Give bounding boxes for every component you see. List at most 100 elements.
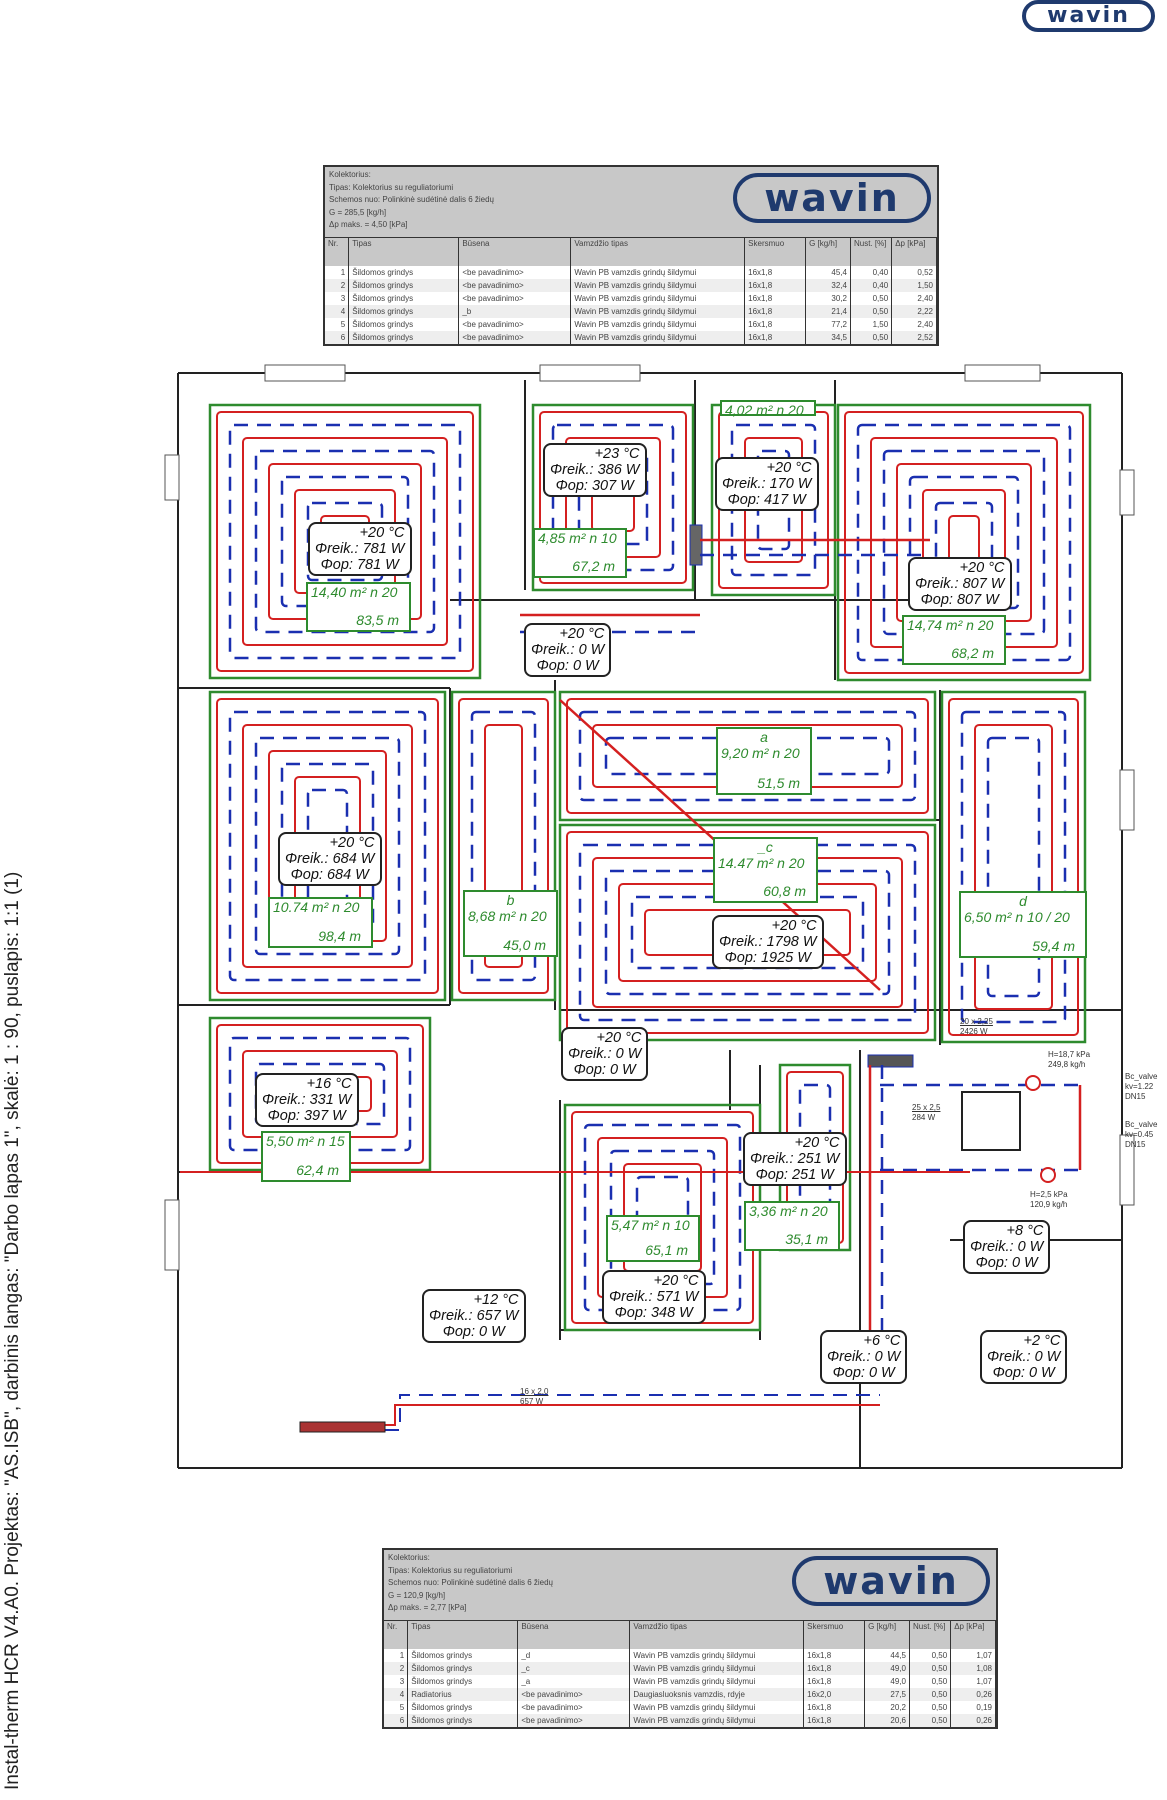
table-cell: Wavin PB vamzdis grindų šildymui (570, 331, 746, 344)
table-cell: 49,0 (864, 1662, 910, 1675)
bottom-manifold-table: Kolektorius: Tipas: Kolektorius su regul… (382, 1548, 998, 1729)
return-pipe (630, 895, 865, 970)
table-cell: 3 (325, 292, 350, 305)
table-cell: Šildomos grindys (348, 305, 460, 318)
table-cell: 20,2 (864, 1701, 910, 1714)
wavin-logo: wavin (1022, 0, 1155, 32)
column-header: Tipas (407, 1620, 519, 1649)
room-calc: Φreik.: 0 W (987, 1349, 1061, 1365)
table-cell: 0,50 (850, 331, 893, 344)
header-line: Kolektorius: (329, 170, 371, 179)
note-line: Bc_valve (1125, 1120, 1158, 1129)
loop-area: 9,20 m² n 20 (721, 745, 800, 761)
table-cell: 5 (384, 1701, 409, 1714)
loop-name: a (760, 729, 768, 745)
room-calc: Φreik.: 0 W (970, 1239, 1044, 1255)
window (964, 364, 1041, 382)
table-cell: Šildomos grindys (348, 292, 460, 305)
header-line: Kolektorius: (388, 1553, 430, 1562)
room-calc: Φreik.: 657 W (429, 1308, 519, 1324)
loop-area: 14,74 m² n 20 (907, 617, 994, 633)
loop-length: 35,1 m (785, 1231, 828, 1247)
table-cell: _c (517, 1662, 631, 1675)
room-temp: +8 °C (1006, 1223, 1044, 1239)
loop-area: 5,47 m² n 10 (611, 1217, 690, 1233)
window (1119, 769, 1135, 831)
loop-length: 60,8 m (763, 883, 806, 899)
table-cell: 1,07 (950, 1675, 996, 1688)
table-cell: Wavin PB vamzdis grindų šildymui (570, 266, 746, 279)
loop-zone-outline (531, 403, 695, 592)
heating-loop-label: 4,02 m² n 20 (720, 400, 816, 418)
loop-area: 14,40 m² n 20 (311, 584, 398, 600)
table-cell: 2,52 (891, 331, 937, 344)
table-cell: Šildomos grindys (348, 318, 460, 331)
loop-name: b (506, 892, 515, 908)
table-cell: 16x1,8 (744, 292, 807, 305)
room-temp: +23 °C (594, 446, 640, 462)
room-calc: Φreik.: 251 W (750, 1151, 840, 1167)
column-header: Δp [kPa] (891, 237, 937, 266)
return-pipe (856, 423, 1072, 662)
radiator-pipe (385, 1404, 880, 1426)
wavin-logo: wavin (792, 1556, 990, 1606)
table-cell: 0,50 (850, 292, 893, 305)
pump-icon (1025, 1075, 1041, 1091)
table-cell: Šildomos grindys (407, 1701, 519, 1714)
manifold (867, 1054, 914, 1068)
table-cell: _b (458, 305, 572, 318)
return-pipe (470, 710, 537, 982)
loop-area: 8,68 m² n 20 (468, 908, 547, 924)
supply-pipe (948, 698, 1079, 1036)
table-cell: 0,50 (909, 1675, 952, 1688)
radiator (299, 1421, 386, 1433)
table-cell: 6 (384, 1714, 409, 1727)
window (164, 454, 180, 501)
header-line: Schemos nuo: Polinkinė sudėtinė dalis 6 … (388, 1578, 553, 1587)
table-cell: 16x1,8 (803, 1675, 866, 1688)
table-cell: 0,52 (891, 266, 937, 279)
header-line: Tipas: Kolektorius su reguliatoriumi (329, 182, 454, 192)
note-line: 20 x 2,25 (960, 1017, 993, 1026)
table-cell: 0,26 (950, 1688, 996, 1701)
room-temp: +20 °C (596, 1030, 642, 1046)
table-cell: 0,26 (950, 1714, 996, 1727)
loop-zone-outline (450, 690, 557, 1002)
supply-pipe (539, 411, 687, 584)
column-header: G [kg/h] (805, 237, 851, 266)
column-header: Vamzdžio tipas (629, 1620, 805, 1649)
loop-zone-outline (836, 403, 1092, 682)
return-pipe (254, 736, 401, 956)
table-cell: 0,19 (950, 1701, 996, 1714)
table-cell: 2,40 (891, 292, 937, 305)
table-cell: Wavin PB vamzdis grindų šildymui (629, 1714, 805, 1727)
header-line: Schemos nuo: Polinkinė sudėtinė dalis 6 … (329, 195, 494, 204)
table-cell: 21,4 (805, 305, 851, 318)
boiler (961, 1091, 1021, 1151)
room-calc: Φreik.: 684 W (285, 851, 375, 867)
loop-zone-outline (558, 690, 937, 822)
wavin-logo: wavin (733, 173, 931, 223)
return-pipe (986, 736, 1041, 998)
table-cell: Wavin PB vamzdis grindų šildymui (629, 1701, 805, 1714)
room-temp: +16 °C (306, 1076, 352, 1092)
table-cell: Wavin PB vamzdis grindų šildymui (629, 1675, 805, 1688)
table-cell: Šildomos grindys (407, 1662, 519, 1675)
room-calc: Φreik.: 807 W (915, 576, 1005, 592)
column-header: Nr. (325, 237, 350, 266)
table-cell: 0,40 (850, 266, 893, 279)
loop-zone-outline (558, 823, 937, 1042)
loop-length: 98,4 m (318, 928, 361, 944)
return-pipe (228, 710, 427, 982)
loop-area: 5,50 m² n 15 (266, 1133, 345, 1149)
